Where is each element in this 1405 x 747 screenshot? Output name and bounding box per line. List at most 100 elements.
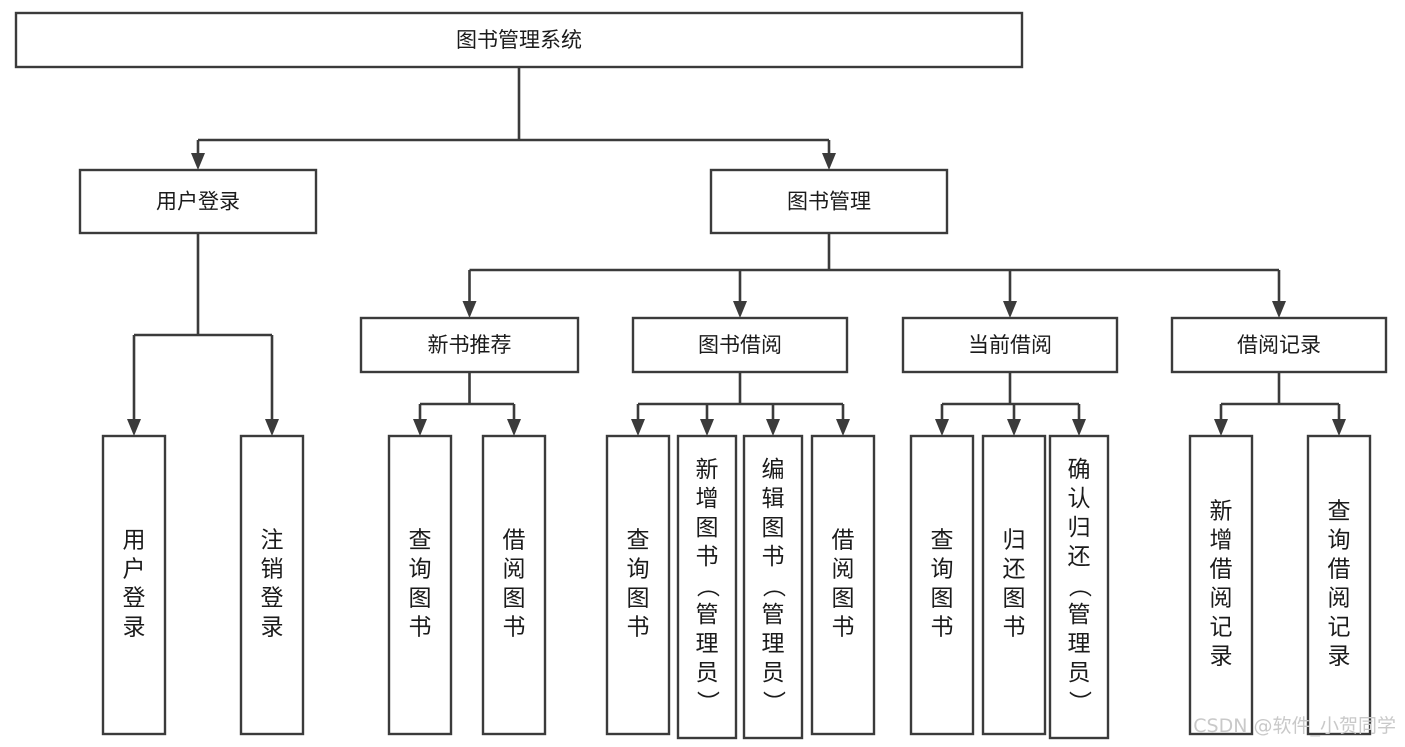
- node-label-char: 询: [409, 557, 432, 583]
- arrow-head-icon: [265, 419, 279, 436]
- node-label-char: 还: [1068, 544, 1091, 570]
- node-label-char: 阅: [1210, 586, 1233, 612]
- node-label-char: 书: [696, 544, 719, 570]
- node-label-char: 查: [931, 528, 954, 554]
- node-leaf-box-current_borrow-0[interactable]: [909, 434, 975, 736]
- node-label-char: 图: [696, 515, 719, 541]
- node-label-char: 借: [1210, 557, 1233, 583]
- node-label-char: 归: [1068, 515, 1091, 541]
- node-label-char: 理: [1068, 631, 1091, 657]
- node-label-char: 理: [696, 631, 719, 657]
- arrow-head-icon: [507, 419, 521, 436]
- node-label-char: 确: [1068, 457, 1091, 483]
- node-leaf-box-book_borrow-0[interactable]: [605, 434, 671, 736]
- node-label-char: 图: [832, 586, 855, 612]
- node-label-char: 阅: [1328, 586, 1351, 612]
- node-label-char: 户: [123, 557, 146, 583]
- node-label-char: 图: [409, 586, 432, 612]
- node-label-char: 登: [261, 586, 284, 612]
- node-leaf-box-new_book_recommend-1[interactable]: [481, 434, 547, 736]
- node-label-char: 询: [931, 557, 954, 583]
- node-label-char: 借: [1328, 557, 1351, 583]
- node-label-char: 增: [1210, 528, 1233, 554]
- node-label-char: 认: [1068, 486, 1091, 512]
- node-leaf-box-user_login-1[interactable]: [239, 434, 305, 736]
- arrow-head-icon: [1003, 301, 1017, 318]
- node-label-char: 查: [1328, 499, 1351, 525]
- node-leaf-box-borrow_record-0[interactable]: [1188, 434, 1254, 736]
- node-leaf-box-book_borrow-3[interactable]: [810, 434, 876, 736]
- node-label-char: 用: [123, 528, 146, 554]
- node-label-char: 录: [1328, 644, 1351, 670]
- csdn-watermark: CSDN @软件_小贺同学: [1193, 715, 1396, 737]
- node-level2-box-3[interactable]: [1170, 316, 1388, 374]
- arrow-head-icon: [822, 153, 836, 170]
- node-label-char: 记: [1210, 615, 1233, 641]
- node-root-label: 图书管理系统: [456, 28, 582, 52]
- node-level2-label-1: 图书借阅: [698, 333, 782, 357]
- arrow-head-icon: [127, 419, 141, 436]
- node-label-char: 管: [762, 602, 785, 628]
- node-label-char: 登: [123, 586, 146, 612]
- node-leaf-box-borrow_record-1[interactable]: [1306, 434, 1372, 736]
- arrow-head-icon: [191, 153, 205, 170]
- node-leaf-box-user_login-0[interactable]: [101, 434, 167, 736]
- arrow-head-icon: [1332, 419, 1346, 436]
- node-leaf-box-current_borrow-1[interactable]: [981, 434, 1047, 736]
- node-label-char: 新: [1210, 499, 1233, 525]
- node-label-char: 借: [832, 528, 855, 554]
- node-root-box[interactable]: [14, 11, 1024, 69]
- node-label-char: （: [760, 575, 786, 598]
- arrow-head-icon: [935, 419, 949, 436]
- node-label-char: 理: [762, 631, 785, 657]
- node-level1-box-0[interactable]: [78, 168, 318, 235]
- node-label-char: 图: [627, 586, 650, 612]
- node-label-char: 书: [627, 615, 650, 641]
- node-label-char: 询: [627, 557, 650, 583]
- node-label-char: 查: [627, 528, 650, 554]
- node-label-char: 增: [696, 486, 719, 512]
- node-label-char: 书: [832, 615, 855, 641]
- node-label-char: 录: [261, 615, 284, 641]
- node-label-char: ）: [1066, 691, 1092, 714]
- node-label-char: 归: [1003, 528, 1026, 554]
- node-label-char: （: [1066, 575, 1092, 598]
- node-boxes-layer: 图书管理系统用户登录图书管理新书推荐图书借阅当前借阅借阅记录用户登录注销登录查询…: [14, 11, 1388, 740]
- connector-edges-layer: [127, 67, 1346, 436]
- node-level2-box-2[interactable]: [901, 316, 1119, 374]
- node-label-char: 询: [1328, 528, 1351, 554]
- node-leaf-box-new_book_recommend-0[interactable]: [387, 434, 453, 736]
- node-label-char: ）: [694, 691, 720, 714]
- node-label-char: 阅: [503, 557, 526, 583]
- node-label-char: 销: [261, 557, 284, 583]
- node-label-char: 书: [409, 615, 432, 641]
- node-label-char: （: [694, 575, 720, 598]
- node-leaf-box-book_borrow-2[interactable]: [742, 434, 804, 740]
- node-label-char: 图: [931, 586, 954, 612]
- node-level2-box-0[interactable]: [359, 316, 580, 374]
- node-level1-box-1[interactable]: [709, 168, 949, 235]
- arrow-head-icon: [1007, 419, 1021, 436]
- node-label-char: 书: [503, 615, 526, 641]
- node-label-char: 员: [696, 660, 719, 686]
- node-level2-box-1[interactable]: [631, 316, 849, 374]
- node-label-char: 还: [1003, 557, 1026, 583]
- node-label-char: 员: [1068, 660, 1091, 686]
- node-label-char: 录: [1210, 644, 1233, 670]
- node-leaf-box-current_borrow-2[interactable]: [1048, 434, 1110, 740]
- node-level1-label-1: 图书管理: [787, 190, 871, 214]
- node-label-char: 新: [696, 457, 719, 483]
- node-leaf-box-book_borrow-1[interactable]: [676, 434, 738, 740]
- node-label-char: 录: [123, 615, 146, 641]
